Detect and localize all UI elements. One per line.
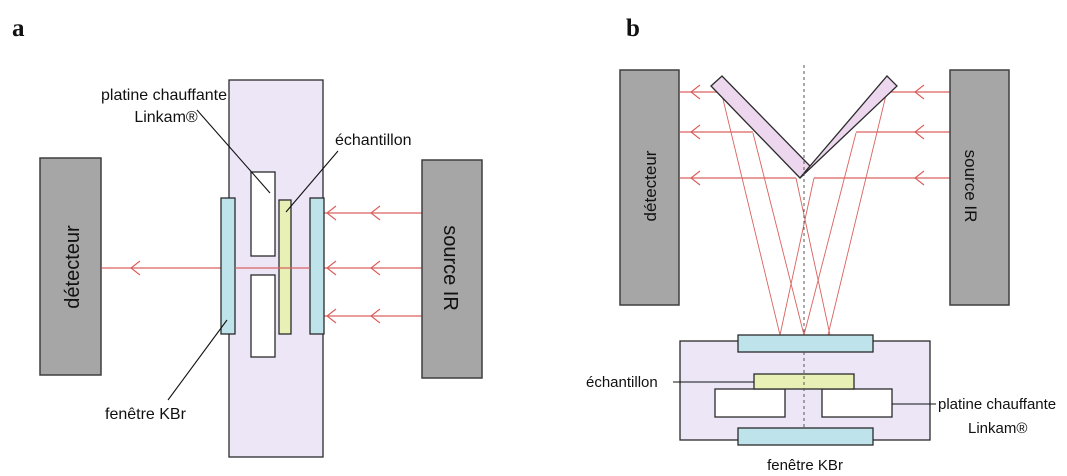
stage-label-b-line2: Linkam® — [968, 420, 1027, 437]
holder-block-right — [821, 388, 893, 418]
beam-arrow-icon — [914, 170, 925, 186]
beam-arrow-icon — [370, 260, 381, 276]
detector-box — [39, 157, 102, 376]
detector-label: détecteur — [62, 225, 84, 309]
stage-label-line2: Linkam® — [134, 109, 198, 126]
stage-leader-line — [196, 109, 271, 194]
mirror-right — [799, 75, 898, 179]
beam-arrow-icon — [326, 308, 337, 324]
kbr-window-top — [737, 334, 874, 353]
panel-b: b détecteur source IR — [586, 15, 1056, 474]
holder-block-left — [714, 388, 786, 418]
kbr-window-left — [220, 197, 236, 335]
detector-label-b: détecteur — [641, 150, 660, 221]
window-leader-line — [167, 319, 228, 401]
beam-arrow-icon — [690, 84, 701, 100]
beam-arrow-icon — [914, 124, 925, 140]
beam-arrow-icon — [370, 205, 381, 221]
sample-label: échantillon — [335, 132, 412, 149]
panel-b-letter: b — [626, 15, 640, 42]
beam-arrow-icon — [690, 124, 701, 140]
source-ir-label-b: source IR — [961, 150, 980, 223]
source-ir-label: source IR — [439, 225, 461, 311]
holder-block-upper — [250, 171, 276, 257]
source-ir-box-b — [949, 69, 1010, 306]
detector-box-b — [619, 69, 680, 306]
reflection-rays — [721, 94, 887, 336]
beam-arrow-icon — [370, 308, 381, 324]
sample-strip — [278, 199, 292, 335]
window-label: fenêtre KBr — [105, 406, 187, 423]
kbr-window-bottom — [737, 427, 874, 446]
stage-label-b-line1: platine chauffante — [938, 396, 1056, 413]
panel-a-letter: a — [12, 15, 25, 42]
beam-arrow-icon — [326, 260, 337, 276]
beam-arrow-icon — [914, 84, 925, 100]
sample-leader-line — [285, 150, 339, 213]
panel-a: a détecteur source IR platine cha — [12, 15, 483, 458]
stage-label-line1: platine chauffante — [101, 87, 227, 104]
beam-arrow-icon — [690, 170, 701, 186]
holder-block-lower — [250, 274, 276, 358]
source-ir-box — [421, 159, 483, 379]
kbr-window-right — [309, 197, 325, 335]
window-label-b: fenêtre KBr — [767, 457, 843, 474]
sample-label-b: échantillon — [586, 374, 658, 391]
beam-arrow-icon — [326, 205, 337, 221]
beam-arrow-icon — [130, 260, 141, 276]
